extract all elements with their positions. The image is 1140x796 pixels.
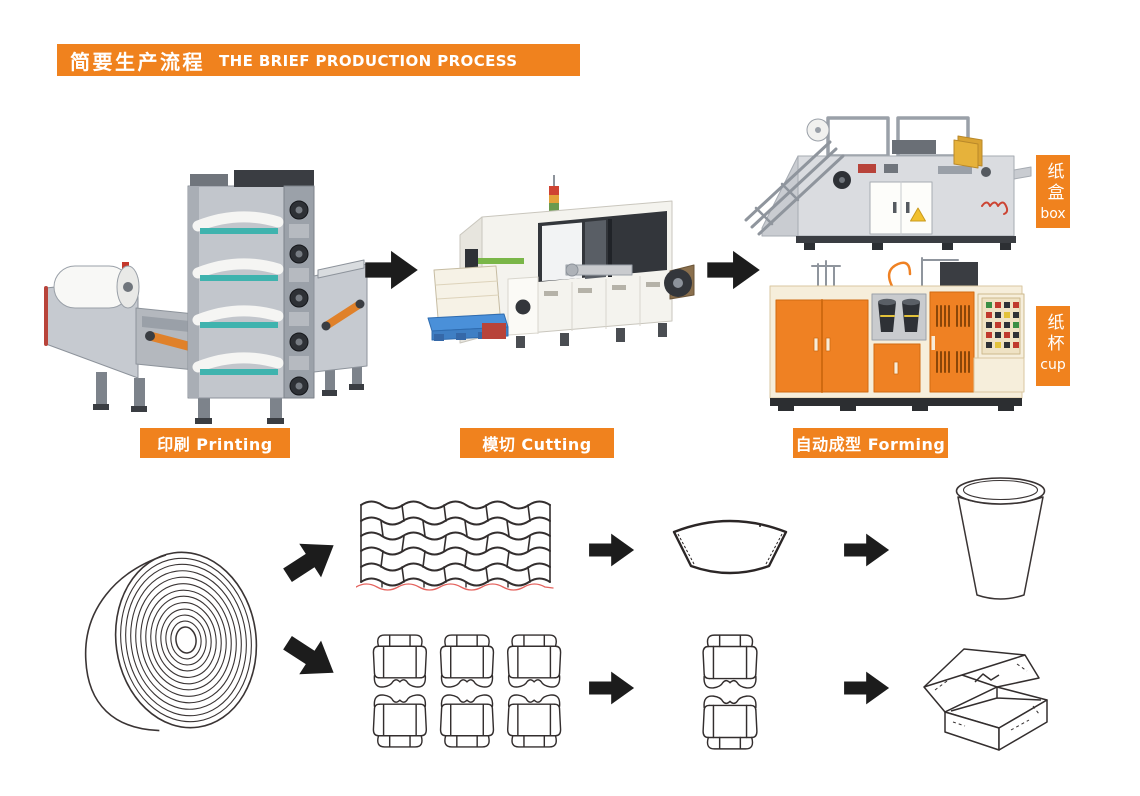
output-label-box: 纸盒 box xyxy=(1036,155,1070,228)
arrow-up-right-icon xyxy=(275,526,348,594)
output-box-zh: 纸盒 xyxy=(1043,162,1064,204)
stage-label-cutting: 模切 Cutting xyxy=(460,428,614,458)
stage-label-forming: 自动成型 Forming xyxy=(793,428,948,458)
title-en: THE BRIEF PRODUCTION PROCESS xyxy=(219,52,518,70)
title-zh: 简要生产流程 xyxy=(70,49,205,74)
flexo-printing-machine xyxy=(38,166,368,426)
paper-cup xyxy=(948,474,1053,606)
arrow-right-icon xyxy=(706,249,762,291)
arrow-down-right-icon xyxy=(275,624,348,692)
arrow-right-icon xyxy=(843,532,891,568)
output-label-cup: 纸杯 cup xyxy=(1036,306,1070,386)
arrow-right-icon xyxy=(364,249,420,291)
arrow-right-icon xyxy=(843,670,891,706)
carton-forming-machine xyxy=(742,112,1032,254)
box-blank xyxy=(697,632,763,752)
cup-blank-sheet xyxy=(356,488,556,593)
output-cup-zh: 纸杯 xyxy=(1043,313,1064,355)
stage-label-printing: 印刷 Printing xyxy=(140,428,290,458)
arrow-right-icon xyxy=(588,532,636,568)
die-cutting-machine xyxy=(420,173,700,358)
arrow-right-icon xyxy=(588,670,636,706)
cup-blank xyxy=(660,506,800,584)
folded-box xyxy=(915,638,1065,760)
output-box-en: box xyxy=(1040,206,1066,222)
paper-roll xyxy=(62,548,262,753)
box-blank-sheet xyxy=(368,632,566,750)
output-cup-en: cup xyxy=(1040,357,1066,373)
section-title-banner: 简要生产流程 THE BRIEF PRODUCTION PROCESS xyxy=(57,44,580,76)
paper-cup-forming-machine xyxy=(762,254,1032,412)
